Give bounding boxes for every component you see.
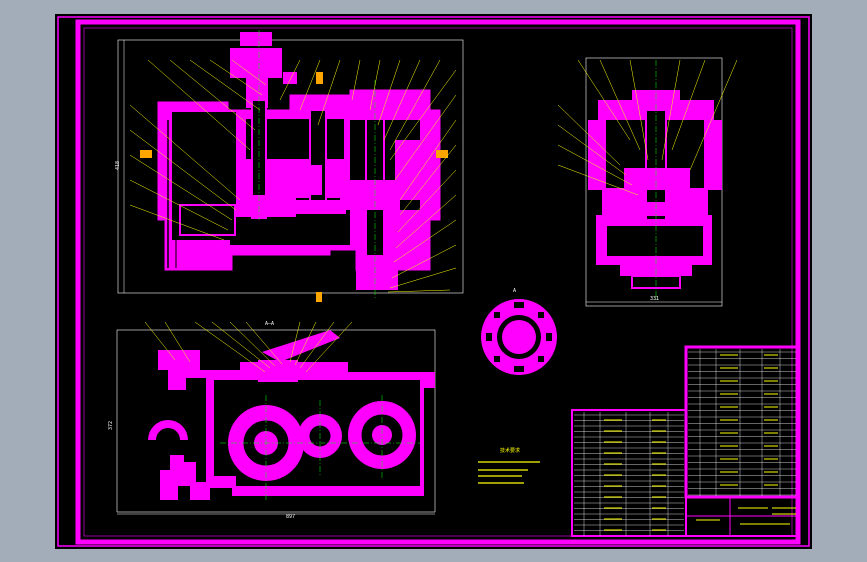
section-arrow-icon [316, 292, 322, 302]
bottom-plan-view: A—A 897 372 [108, 321, 436, 520]
side-section-view: 331 [557, 57, 738, 307]
balloon-leader-icon [129, 59, 457, 293]
svg-text:A: A [513, 288, 516, 294]
drawing-sheet [55, 14, 812, 549]
front-dim-height: 418 [115, 161, 121, 170]
side-dim-width: 331 [650, 296, 659, 302]
balloon-leader-icon [557, 59, 738, 196]
section-label: A—A [265, 321, 274, 327]
technical-requirements-note: 技术要求 [478, 447, 540, 484]
outer-frame [57, 16, 810, 547]
parts-list-table [571, 345, 800, 537]
round-detail-view: A [481, 288, 557, 375]
section-arrow-icon [316, 72, 323, 84]
section-arrow-icon [140, 150, 152, 158]
bottom-dim-width: 897 [286, 514, 295, 520]
balloon-leader-icon [144, 321, 353, 373]
bottom-dim-height: 372 [108, 421, 114, 430]
inner-frame [75, 19, 801, 545]
front-section-view: 418 [115, 30, 464, 302]
section-arrow-icon [436, 150, 448, 158]
tech-req-title: 技术要求 [500, 447, 520, 454]
